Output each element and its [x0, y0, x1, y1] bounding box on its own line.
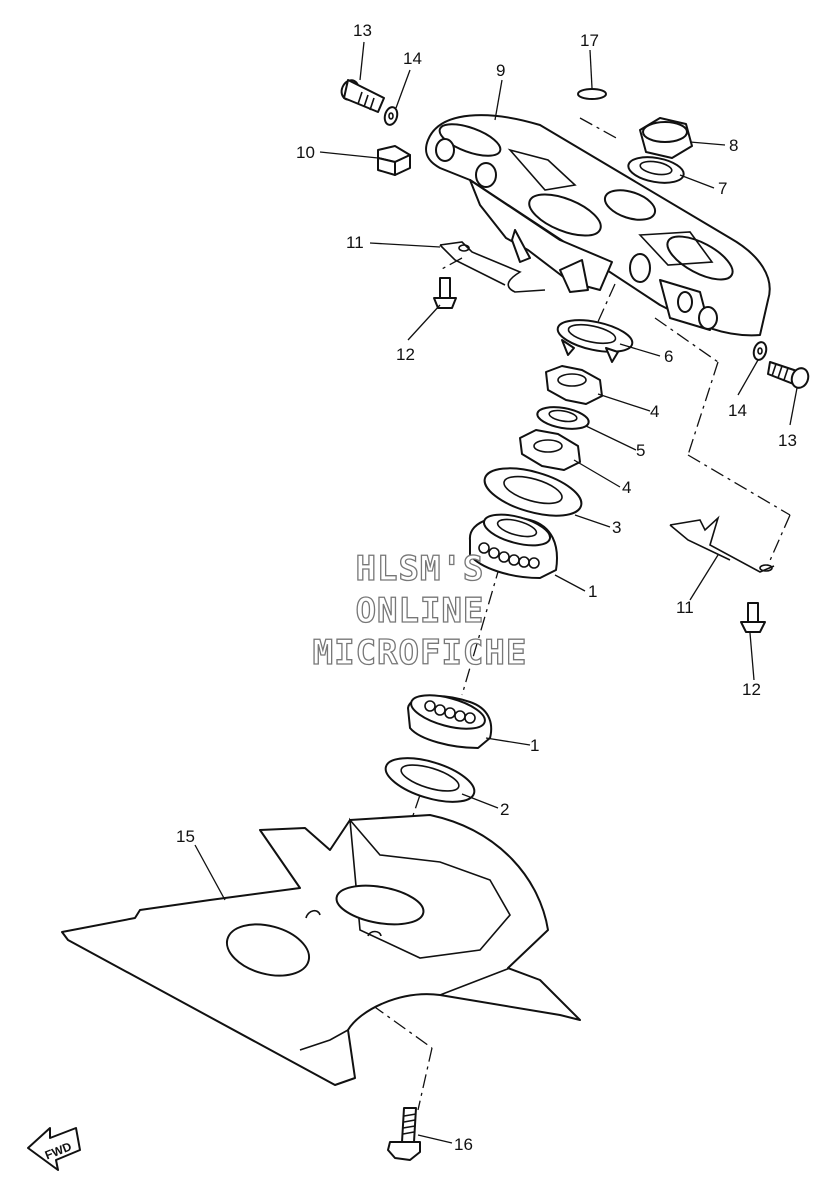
damper-block	[377, 145, 411, 176]
callout-1-lower: 1	[530, 736, 539, 755]
callout-14-right: 14	[728, 401, 747, 420]
bolt-right	[767, 361, 810, 389]
bolt-bottom	[387, 1107, 421, 1161]
callout-5: 5	[636, 441, 645, 460]
watermark-line-2: ONLINE	[356, 591, 485, 631]
washer-right	[752, 341, 768, 361]
crown-nut	[639, 117, 693, 159]
callouts: 13 14 9 17 8 7 10 11 12 6 14 13 4 5 4 3 …	[176, 21, 797, 1154]
callout-9: 9	[496, 61, 505, 80]
callout-11-left: 11	[346, 233, 364, 252]
callout-4-lower: 4	[622, 478, 631, 497]
callout-8: 8	[729, 136, 738, 155]
upper-bracket	[425, 114, 771, 337]
bearing-lower	[407, 694, 493, 749]
bearing-upper	[468, 513, 558, 579]
clip-right	[669, 515, 775, 573]
screw-right	[740, 602, 766, 633]
bolt-left	[340, 79, 385, 113]
watermark: HLSM'S ONLINE MICROFICHE	[312, 548, 528, 673]
callout-15: 15	[176, 827, 195, 846]
callout-1-upper: 1	[588, 582, 597, 601]
lock-washer	[556, 319, 634, 363]
callout-3: 3	[612, 518, 621, 537]
callout-10: 10	[296, 143, 315, 162]
watermark-line-1: HLSM'S	[356, 549, 485, 589]
leader-lines	[194, 41, 798, 1144]
washer-left	[383, 106, 399, 126]
ring-nut-lower	[519, 429, 581, 471]
forward-arrow-icon: FWD	[27, 1127, 81, 1171]
bearing-cover	[483, 467, 583, 517]
watermark-line-3: MICROFICHE	[313, 633, 528, 673]
callout-16: 16	[454, 1135, 473, 1154]
callout-11-right: 11	[676, 598, 694, 617]
screw-left	[433, 277, 457, 309]
cap	[577, 88, 607, 100]
ring-nut-upper	[545, 365, 603, 405]
clip-left	[439, 241, 546, 293]
cover-plate	[61, 814, 581, 1086]
callout-13-right: 13	[778, 431, 797, 450]
callout-7: 7	[718, 179, 727, 198]
callout-2: 2	[500, 800, 509, 819]
callout-17: 17	[580, 31, 599, 50]
callout-6: 6	[664, 347, 673, 366]
lower-seal	[384, 757, 476, 803]
callout-14-left: 14	[403, 49, 422, 68]
callout-12-right: 12	[742, 680, 761, 699]
washer-7	[627, 156, 685, 184]
callout-12-left: 12	[396, 345, 415, 364]
callout-4-upper: 4	[650, 402, 659, 421]
rubber-washer	[536, 406, 590, 430]
callout-13-left: 13	[353, 21, 372, 40]
